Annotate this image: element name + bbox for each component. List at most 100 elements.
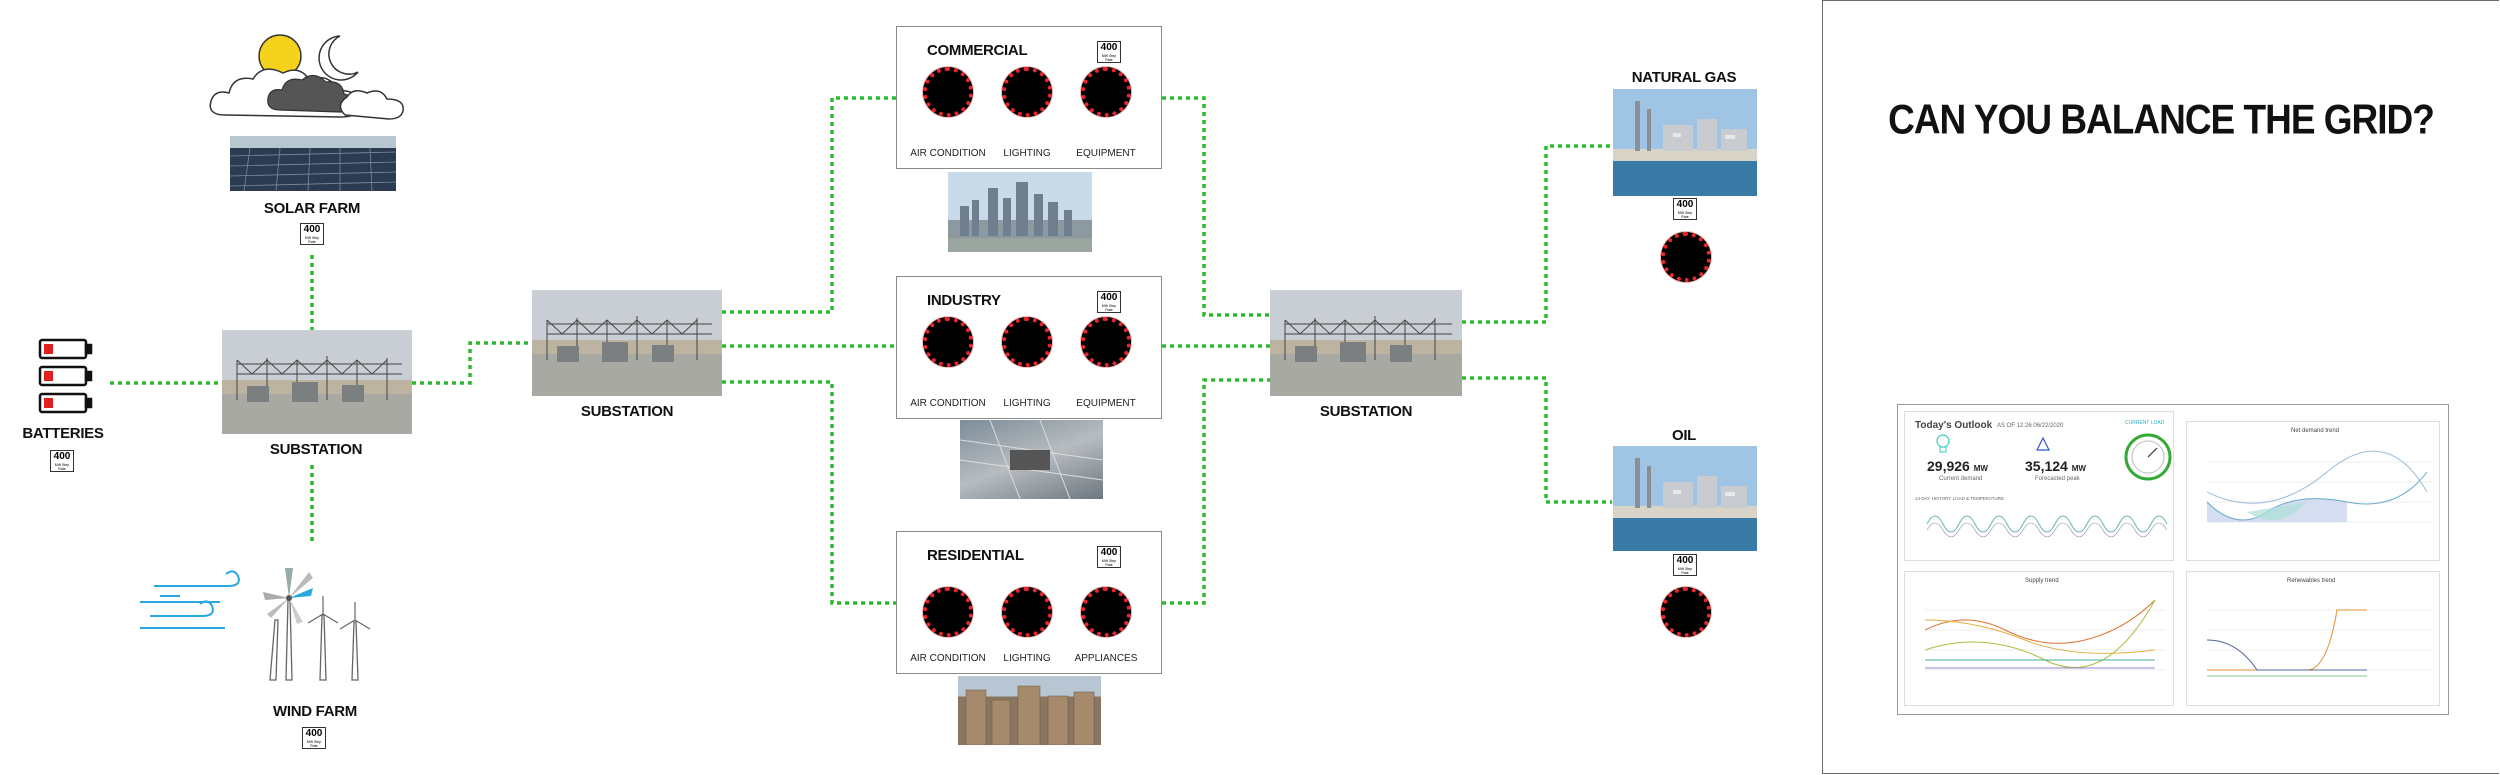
batteries-icon [38,338,93,414]
badge-unit: MW Step Rate [54,463,70,471]
renewables-title: Renewables trend [2287,578,2336,584]
knob-lighting[interactable] [1002,67,1052,117]
knob-lighting[interactable] [1002,587,1052,637]
solar-farm-photo [230,136,396,191]
badge-value: 400 [303,224,321,235]
substation-center-label: SUBSTATION [580,403,674,420]
panel-title: INDUSTRY [927,292,1001,309]
solar-farm-label: SOLAR FARM [263,200,361,217]
headline: CAN YOU BALANCE THE GRID? [1888,96,2435,143]
current-load-label: CURRENT LOAD [2125,420,2165,426]
supply-title: Supply trend [2025,578,2059,584]
badge-unit: MW Step Rate [1677,567,1693,575]
outlook-card: Today's Outlook AS OF 12:26 06/22/2020 C… [1904,411,2174,561]
badge-value: 400 [1100,547,1118,558]
badge-unit: MW Step Rate [1677,211,1693,219]
badge-unit: MW Step Rate [1101,559,1117,567]
current-demand-unit: MW [1973,464,1988,473]
knob-label: AIR CONDITION [910,653,986,664]
substation-right-photo [1270,290,1462,396]
net-demand-title: Net demand trend [2291,428,2340,434]
knob-label: EQUIPMENT [1076,398,1136,409]
knob-label: LIGHTING [1003,148,1051,159]
substation-left-photo [222,330,412,434]
badge-unit: MW Step Rate [1101,54,1117,62]
net-demand-card: Net demand trend [2186,421,2440,561]
oil-label: OIL [1671,427,1697,444]
wire-sub-left-center [412,341,532,385]
badge-unit: MW Step Rate [306,740,322,748]
lightbulb-icon [1936,434,1950,453]
batteries-label: BATTERIES [22,425,104,442]
badge-unit: MW Step Rate [1101,304,1117,312]
knob-lighting[interactable] [1002,317,1052,367]
wire-residential-right [1162,378,1270,605]
history-label: 14-DAY HISTORY LOAD & TEMPERATURE [1915,496,2004,501]
natural-gas-label: NATURAL GAS [1631,69,1737,86]
badge-value: 400 [1676,555,1694,566]
substation-center-photo [532,290,722,396]
renewables-chart [2207,609,2432,677]
knob-label: EQUIPMENT [1076,148,1136,159]
forecast-label: Forecasted peak [2035,476,2080,482]
net-demand-chart [2207,450,2432,523]
supply-card: Supply trend [1904,571,2174,706]
outlook-timestamp: AS OF 12:26 06/22/2020 [1997,423,2064,429]
panel-title: COMMERCIAL [927,42,1028,59]
knob-label: LIGHTING [1003,653,1051,664]
current-demand-value: 29,926 [1927,458,1970,474]
load-gauge [2124,433,2172,481]
knob-label: AIR CONDITION [910,398,986,409]
wire-right-oil [1462,376,1612,504]
knob-label: APPLIANCES [1074,653,1138,664]
knob-air-condition[interactable] [923,587,973,637]
knob-oil[interactable] [1661,587,1711,637]
knob-label: AIR CONDITION [910,148,986,159]
badge-value: 400 [1100,292,1118,303]
industry-photo [960,420,1103,499]
history-sparkline [1927,515,2167,538]
wire-commercial-right [1162,96,1270,317]
knob-equipment[interactable] [1081,67,1131,117]
knob-air-condition[interactable] [923,67,973,117]
supply-chart [1925,599,2165,671]
dashboard-thumbnail: Today's Outlook AS OF 12:26 06/22/2020 C… [1897,404,2449,715]
outlook-title: Today's Outlook [1915,420,1993,431]
knob-equipment[interactable] [1081,317,1131,367]
knob-air-condition[interactable] [923,317,973,367]
commercial-photo [948,172,1092,252]
badge-value: 400 [53,451,71,462]
wire-center-residential [722,380,896,605]
knob-natural-gas[interactable] [1661,232,1711,282]
badge-value: 400 [1676,199,1694,210]
oil-plant-photo [1613,446,1757,551]
residential-photo [958,676,1101,745]
knob-appliances[interactable] [1081,587,1131,637]
badge-value: 400 [1100,42,1118,53]
panel-title: RESIDENTIAL [927,547,1024,564]
badge-unit: MW Step Rate [304,236,320,244]
current-demand-label: Current demand [1939,476,1983,482]
wind-farm-icon [140,568,371,681]
wire-center-commercial [722,96,896,314]
wind-farm-label: WIND FARM [273,703,357,720]
wire-right-naturalgas [1462,144,1612,324]
forecast-unit: MW [2071,464,2086,473]
natural-gas-plant-photo [1613,89,1757,196]
knob-label: LIGHTING [1003,398,1051,409]
forecast-icon [2036,436,2050,451]
badge-value: 400 [305,728,323,739]
renewables-card: Renewables trend [2186,571,2440,706]
substation-right-label: SUBSTATION [1319,403,1413,420]
